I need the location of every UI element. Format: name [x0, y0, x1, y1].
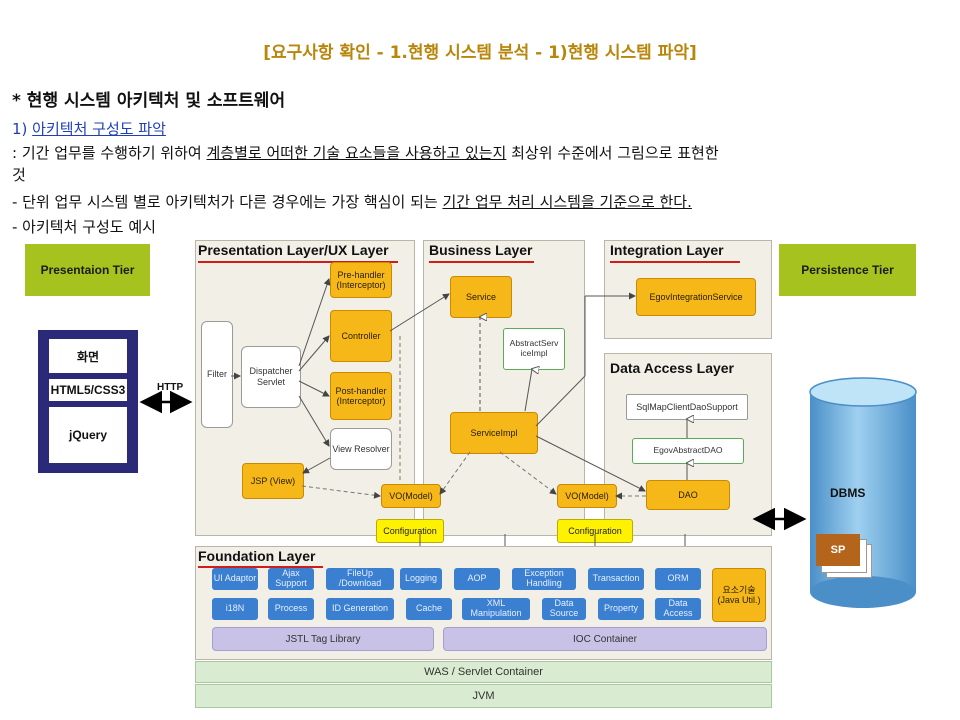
- diagram-connectors: [139, 278, 807, 546]
- foundation-layer-title: Foundation Layer: [198, 548, 316, 564]
- foundation-property: Property: [598, 598, 644, 620]
- presentation-layer-title: Presentation Layer/UX Layer: [198, 242, 389, 258]
- business-vo-model-box: VO(Model): [557, 484, 617, 508]
- persistence-tier-label: Persistence Tier: [779, 244, 916, 296]
- foundation-ajax-support: Ajax Support: [268, 568, 314, 590]
- desc1-text: : 기간 업무를 수행하기 위하여: [12, 144, 207, 162]
- description-line-1-cont: 것: [12, 166, 26, 184]
- foundation-cache: Cache: [406, 598, 452, 620]
- foundation-data-access: Data Access: [655, 598, 701, 620]
- view-resolver-box: View Resolver: [330, 428, 392, 470]
- ioc-container-bar: IOC Container: [443, 627, 767, 651]
- presentation-vo-model-box: VO(Model): [381, 484, 441, 508]
- foundation-logging: Logging: [400, 568, 442, 590]
- description-line-3: - 아키텍처 구성도 예시: [12, 218, 156, 236]
- foundation-orm: ORM: [655, 568, 701, 590]
- foundation-data-source: Data Source: [542, 598, 586, 620]
- subsection-line: 1) 아키텍처 구성도 파악: [12, 118, 166, 139]
- jquery-label: jQuery: [49, 407, 127, 463]
- data-access-layer-title: Data Access Layer: [610, 360, 735, 376]
- dispatcher-servlet-box: Dispatcher Servlet: [241, 346, 301, 408]
- presentation-tier-label: Presentaion Tier: [25, 244, 150, 296]
- sp-box: SP: [816, 534, 860, 566]
- foundation-transaction: Transaction: [588, 568, 644, 590]
- foundation-ui-adaptor: UI Adaptor: [212, 568, 258, 590]
- business-layer-title: Business Layer: [429, 242, 533, 258]
- jstl-tag-library-bar: JSTL Tag Library: [212, 627, 434, 651]
- client-box: 화면 HTML5/CSS3 jQuery: [38, 330, 138, 473]
- dao-box: DAO: [646, 480, 730, 510]
- posthandler-box: Post-handler (Interceptor): [330, 372, 392, 420]
- service-box: Service: [450, 276, 512, 318]
- http-label: HTTP: [157, 382, 184, 393]
- page-title: [요구사항 확인 - 1.현행 시스템 분석 - 1)현행 시스템 파악]: [263, 43, 697, 63]
- screen-label: 화면: [49, 339, 127, 373]
- presentation-configuration-box: Configuration: [376, 519, 444, 543]
- foundation-xml-manipulation: XML Manipulation: [462, 598, 530, 620]
- description-line-1: : 기간 업무를 수행하기 위하여 계층별로 어떠한 기술 요소들을 사용하고 …: [12, 142, 719, 163]
- desc2-text: - 단위 업무 시스템 별로 아키텍처가 다른 경우에는 가장 핵심이 되는: [12, 193, 443, 211]
- jvm-bar: JVM: [195, 684, 772, 708]
- was-servlet-container-bar: WAS / Servlet Container: [195, 661, 772, 683]
- foundation-process: Process: [268, 598, 314, 620]
- foundation-i18n: i18N: [212, 598, 258, 620]
- subsection-link[interactable]: 아키텍처 구성도 파악: [32, 120, 166, 138]
- html5-css3-label: HTML5/CSS3: [49, 379, 127, 401]
- foundation-title-underline: [198, 566, 323, 568]
- egov-integration-service-box: EgovIntegrationService: [636, 278, 756, 316]
- prehandler-box: Pre-handler (Interceptor): [330, 262, 392, 298]
- business-title-underline: [429, 261, 534, 263]
- subsection-number: 1): [12, 120, 33, 138]
- presentation-title-underline: [198, 261, 398, 263]
- integration-layer-title: Integration Layer: [610, 242, 724, 258]
- description-line-2: - 단위 업무 시스템 별로 아키텍처가 다른 경우에는 가장 핵심이 되는 기…: [12, 191, 692, 212]
- foundation-fileup-download: FileUp /Download: [326, 568, 394, 590]
- foundation-aop: AOP: [454, 568, 500, 590]
- foundation-id-generation: ID Generation: [326, 598, 394, 620]
- architecture-diagram: Presentaion Tier Persistence Tier 화면 HTM…: [0, 236, 960, 720]
- element-tech-box: 요소기술 (Java Util.): [712, 568, 766, 622]
- desc1-underlined: 계층별로 어떠한 기술 요소들을 사용하고 있는지: [206, 144, 507, 162]
- dbms-label: DBMS: [830, 486, 866, 500]
- filter-box: Filter: [201, 321, 233, 428]
- desc2-underlined: 기간 업무 처리 시스템을 기준으로 한다.: [442, 193, 692, 211]
- integration-title-underline: [610, 261, 740, 263]
- section-heading: * 현행 시스템 아키텍처 및 소프트웨어: [12, 91, 286, 111]
- desc1-text-end: 최상위 수준에서 그림으로 표현한: [506, 144, 719, 162]
- controller-box: Controller: [330, 310, 392, 362]
- foundation-exception-handling: Exception Handling: [512, 568, 576, 590]
- service-impl-box: ServiceImpl: [450, 412, 538, 454]
- jsp-view-box: JSP (View): [242, 463, 304, 499]
